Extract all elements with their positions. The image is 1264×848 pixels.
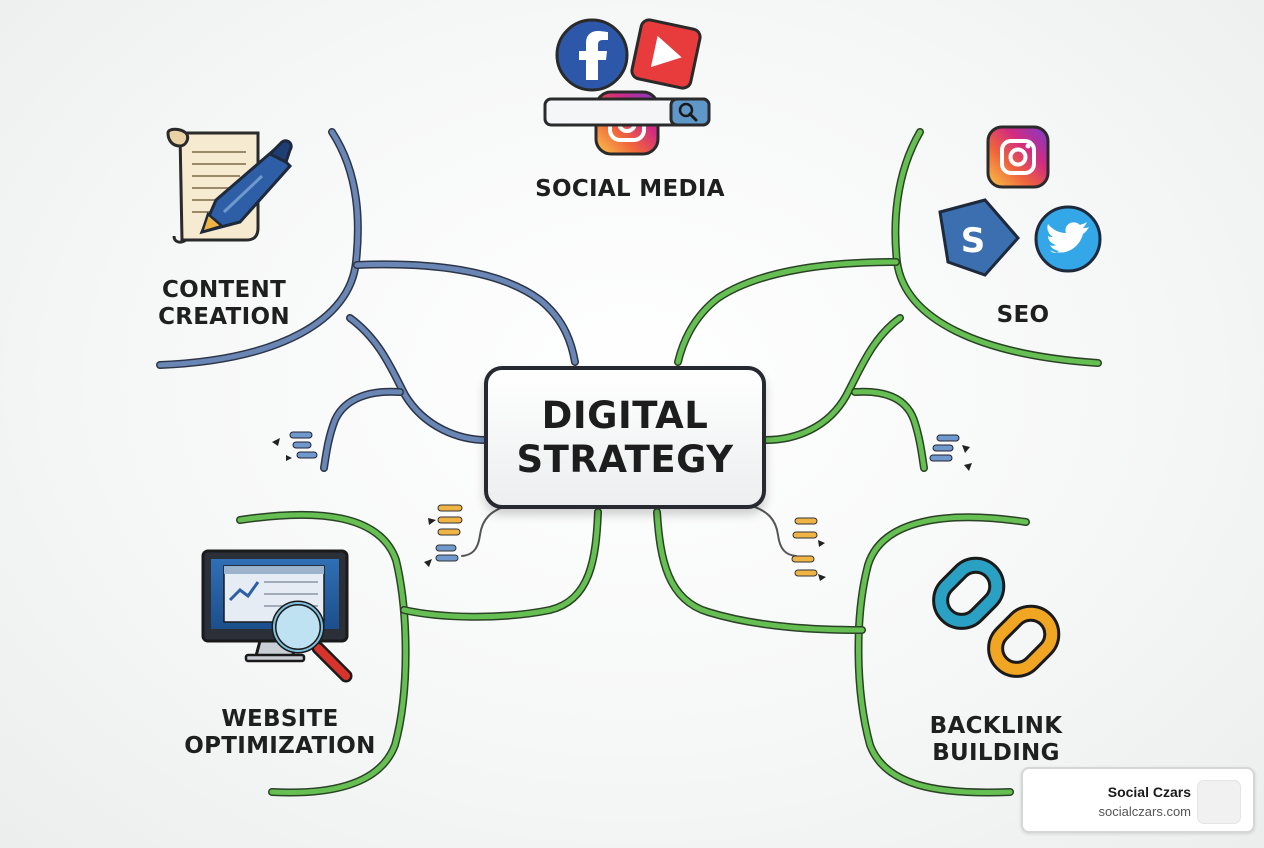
content-creation-label: CONTENT CREATION xyxy=(146,277,302,331)
backlink-building-branch xyxy=(653,504,1030,797)
backlink-icons xyxy=(932,556,1061,678)
seo-label-line1: SEO xyxy=(996,302,1050,328)
brand-logo-icon xyxy=(1197,780,1241,824)
chain-link-icon xyxy=(932,556,1061,678)
backlink-building-label: BACKLINK BUILDING xyxy=(920,713,1072,767)
content-creation-label-line1: CONTENT xyxy=(161,277,287,303)
brand-name: Social Czars xyxy=(1107,784,1191,800)
search-bar-icon xyxy=(543,97,711,127)
mini-node-cluster-bottom-right xyxy=(791,517,826,581)
website-optimization-label-line2: OPTIMIZATION xyxy=(184,733,376,759)
instagram-icon xyxy=(986,125,1050,189)
skype-icon: S xyxy=(938,198,1020,277)
brand-url[interactable]: socialczars.com xyxy=(1098,804,1191,819)
twitter-icon xyxy=(1034,205,1102,273)
seo-branch xyxy=(674,128,1102,472)
digital-strategy-node: DIGITAL STRATEGY xyxy=(484,366,766,509)
content-creation-branch xyxy=(156,128,579,472)
website-optimization-label-line1: WEBSITE xyxy=(221,706,339,732)
backlink-building-label-line2: BUILDING xyxy=(932,740,1060,766)
backlink-building-label-line1: BACKLINK xyxy=(929,713,1063,739)
mini-node-cluster-bottom-left xyxy=(424,504,463,567)
website-optimization-branch xyxy=(236,504,602,797)
website-optimization-icons xyxy=(201,549,353,683)
social-media-label: SOCIAL MEDIA xyxy=(512,176,748,203)
center-title-line2: STRATEGY xyxy=(516,437,734,481)
seo-label: SEO xyxy=(988,302,1058,329)
website-optimization-label: WEBSITE OPTIMIZATION xyxy=(180,706,380,760)
social-media-label-line1: SOCIAL MEDIA xyxy=(535,176,725,202)
svg-text:S: S xyxy=(961,221,986,261)
youtube-play-icon xyxy=(630,18,702,90)
mini-node-cluster-left xyxy=(272,431,318,461)
brand-card[interactable]: Social Czars socialczars.com xyxy=(1021,767,1255,833)
content-creation-label-line2: CREATION xyxy=(158,304,290,330)
fountain-pen-icon xyxy=(199,139,293,235)
mini-node-cluster-right xyxy=(929,434,972,471)
content-creation-icons xyxy=(166,127,293,244)
social-media-icons xyxy=(543,18,711,156)
magnifier-icon xyxy=(271,600,353,683)
center-title-line1: DIGITAL xyxy=(541,393,709,437)
facebook-icon xyxy=(555,18,629,92)
seo-icons: S xyxy=(938,125,1102,277)
monitor-icon xyxy=(201,549,349,663)
